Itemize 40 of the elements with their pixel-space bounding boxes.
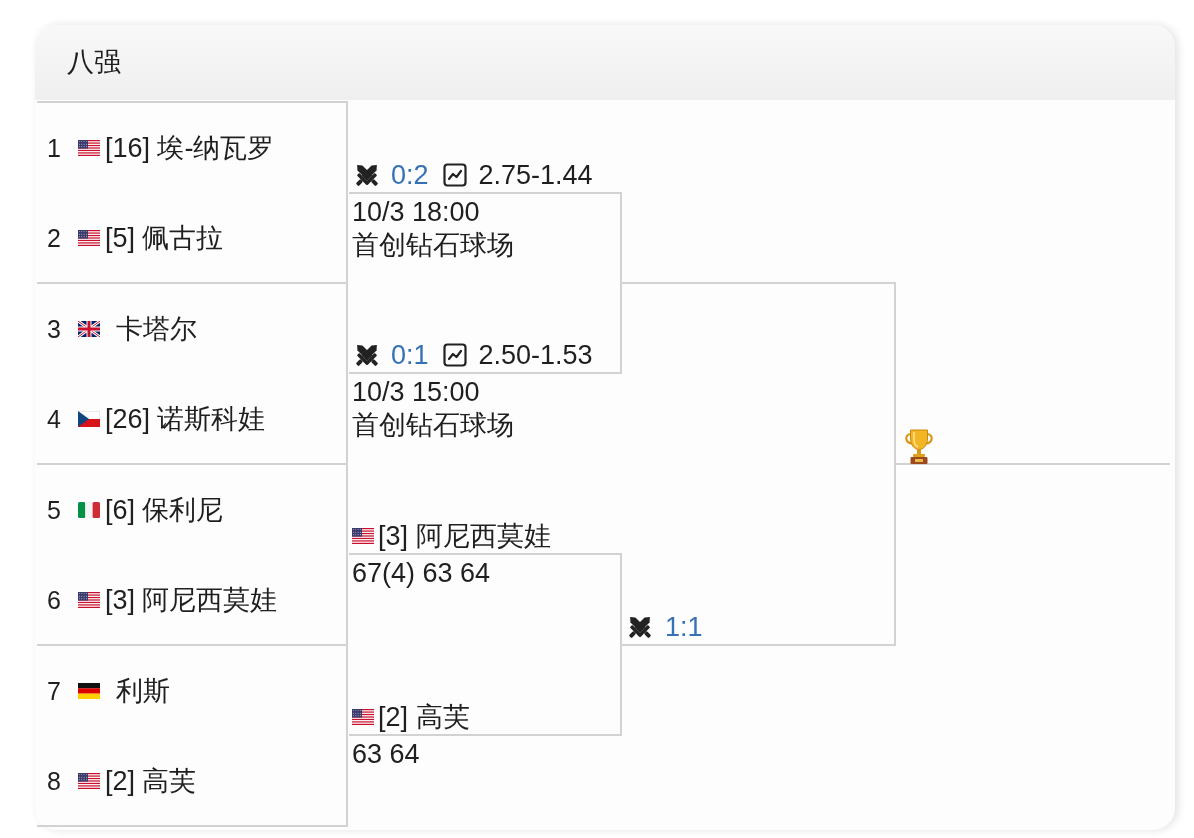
bracket-connector <box>618 553 624 646</box>
player-name: [6] 保利尼 <box>104 494 224 526</box>
bracket-cell <box>37 463 348 644</box>
row-number: 3 <box>47 314 61 345</box>
head-to-head-score: 1:1 <box>665 611 703 643</box>
bracket-cell <box>37 282 348 463</box>
bracket-connector <box>618 282 624 374</box>
odds-text: 2.50-1.53 <box>478 339 593 371</box>
player-name: [3] 阿尼西莫娃 <box>104 584 278 616</box>
bracket-cell <box>37 644 348 827</box>
bracket-connector <box>618 644 624 736</box>
bracket-cell <box>37 101 348 282</box>
row-number: 5 <box>47 495 61 526</box>
player-name: 卡塔尔 <box>115 313 197 345</box>
match-score: 67(4) 63 64 <box>352 557 491 589</box>
match-time: 10/3 15:00 <box>352 376 480 408</box>
match-time: 10/3 18:00 <box>352 196 480 228</box>
player-name: [5] 佩古拉 <box>104 222 224 254</box>
bracket-connector <box>618 192 624 284</box>
section-title: 八强 <box>67 46 121 79</box>
venue-name: 首创钻石球场 <box>352 229 514 261</box>
row-number: 6 <box>47 585 61 616</box>
match-score: 63 64 <box>352 738 420 770</box>
bracket-connector <box>892 282 898 465</box>
player-name: [2] 高芙 <box>378 701 470 733</box>
venue-name: 首创钻石球场 <box>352 409 514 441</box>
player-name: [16] 埃-纳瓦罗 <box>104 132 275 164</box>
row-number: 8 <box>47 766 61 797</box>
player-name: 利斯 <box>115 675 170 707</box>
row-number: 7 <box>47 676 61 707</box>
player-name: [26] 诺斯科娃 <box>104 403 266 435</box>
odds-text: 2.75-1.44 <box>478 159 593 191</box>
row-number: 4 <box>47 404 61 435</box>
bracket-connector <box>892 463 898 646</box>
head-to-head-score: 0:1 <box>391 339 429 371</box>
row-number: 2 <box>47 223 61 254</box>
head-to-head-score: 0:2 <box>391 159 429 191</box>
row-number: 1 <box>47 133 61 164</box>
player-name: [3] 阿尼西莫娃 <box>378 520 551 552</box>
player-name: [2] 高芙 <box>104 765 197 797</box>
